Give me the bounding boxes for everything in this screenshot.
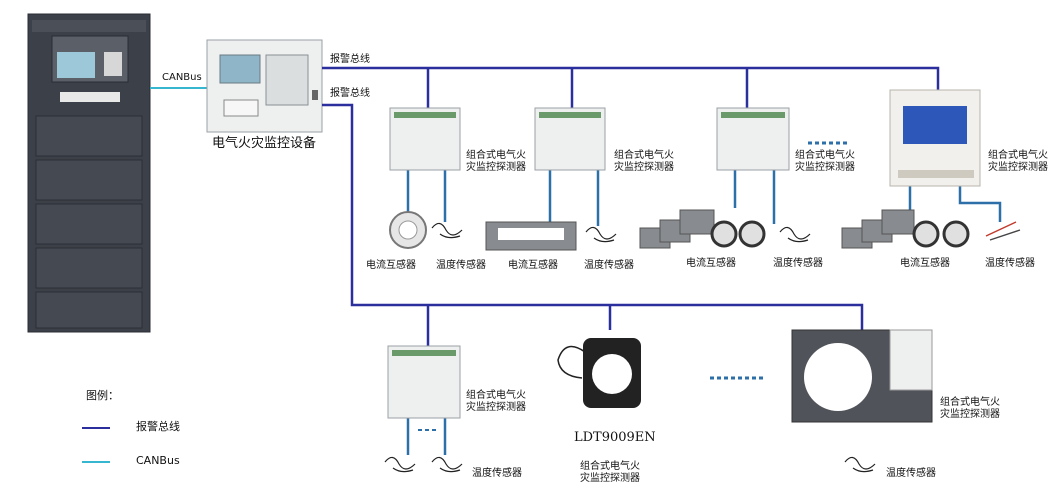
temp-sensor-icon-1 xyxy=(431,222,463,239)
temp-sensor-icon-6 xyxy=(431,456,463,473)
temp-sensor-label-5: 温度传感器 xyxy=(472,468,522,479)
temp-sensor-icon-7 xyxy=(844,456,876,473)
temp-sensor-icon-3 xyxy=(779,226,811,243)
current-transformer-icon-1 xyxy=(389,211,427,249)
large-transformer xyxy=(791,329,933,423)
temp-sensor-label-1: 温度传感器 xyxy=(436,260,486,271)
alarm-bus-bottom-label: 报警总线 xyxy=(330,88,370,99)
monitor-device xyxy=(206,39,323,133)
detector-box-3 xyxy=(716,107,790,171)
temp-sensor-label-6: 温度传感器 xyxy=(886,468,936,479)
detector-box-2 xyxy=(534,107,606,171)
detector-label-1: 组合式电气火灾监控探测器 xyxy=(466,150,526,173)
canbus-link-label: CANBus xyxy=(162,72,202,83)
detector-box-5 xyxy=(387,345,461,419)
detector-label-2: 组合式电气火灾监控探测器 xyxy=(614,150,674,173)
cur-sensor-label-1: 电流互感器 xyxy=(366,260,416,271)
legend-title: 图例： xyxy=(86,389,119,402)
ldt9009en-label: LDT9009EN xyxy=(574,430,656,445)
detector-label-6: 组合式电气火灾监控探测器 xyxy=(580,461,640,484)
sensor-links xyxy=(406,170,1002,455)
detector-box-4 xyxy=(889,89,981,187)
temp-sensor-icon-5 xyxy=(384,456,416,473)
cur-sensor-label-4: 电流互感器 xyxy=(900,258,950,269)
temp-sensor-label-4: 温度传感器 xyxy=(985,258,1035,269)
cur-sensor-label-3: 电流互感器 xyxy=(686,258,736,269)
current-transformer-icon-2 xyxy=(485,221,577,251)
legend-canbus-label: CANBus xyxy=(136,454,180,467)
detector-label-4: 组合式电气火灾监控探测器 xyxy=(988,150,1048,173)
temp-sensor-icon-4 xyxy=(985,221,1021,241)
cur-sensor-label-2: 电流互感器 xyxy=(508,260,558,271)
legend-alarm-label: 报警总线 xyxy=(136,420,180,433)
temp-sensor-label-2: 温度传感器 xyxy=(584,260,634,271)
server-cabinet xyxy=(27,13,151,333)
temp-sensor-label-3: 温度传感器 xyxy=(773,258,823,269)
monitor-device-label: 电气火灾监控设备 xyxy=(212,136,317,151)
current-transformer-icon-4 xyxy=(841,209,970,249)
detector-box-1 xyxy=(389,107,461,171)
alarm-bus-lines xyxy=(322,66,940,346)
ldt9009en-transformer xyxy=(557,338,641,408)
detector-label-3: 组合式电气火灾监控探测器 xyxy=(795,150,855,173)
detector-label-7: 组合式电气火灾监控探测器 xyxy=(940,397,1000,420)
temp-sensor-icon-2 xyxy=(585,226,617,243)
current-transformer-icon-3 xyxy=(639,209,766,249)
alarm-bus-top-label: 报警总线 xyxy=(330,54,370,65)
detector-label-5: 组合式电气火灾监控探测器 xyxy=(466,390,526,413)
